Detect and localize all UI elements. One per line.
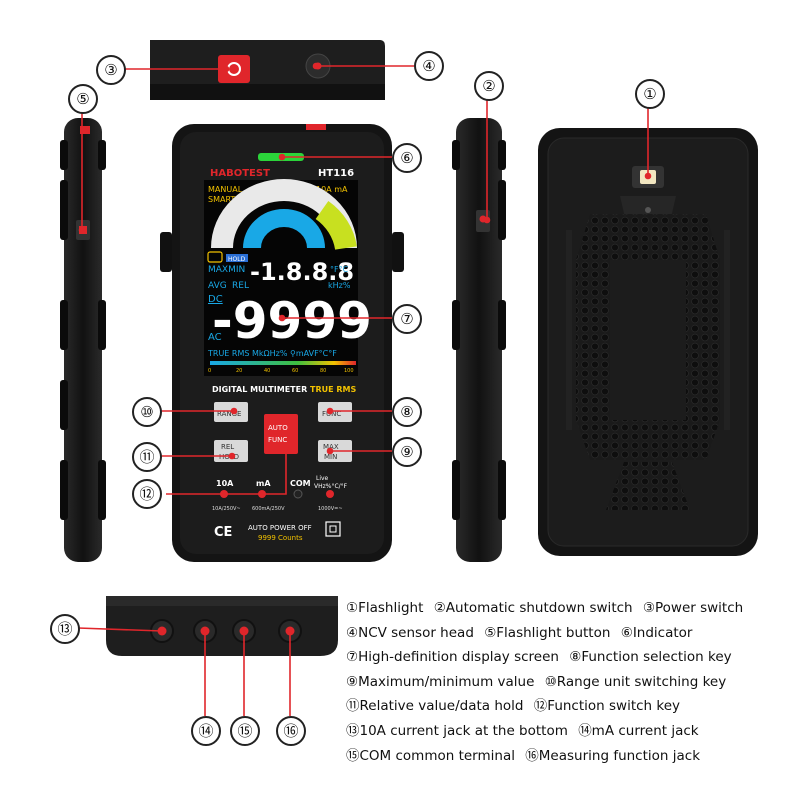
auto-power-off-label: AUTO POWER OFF [248,524,312,532]
max-key-label: MAX [323,443,339,451]
callout-9: ⑨ [392,437,422,467]
smart-indicator: SMART [208,195,235,204]
callout-10: ⑩ [132,397,162,427]
legend-row: ⑨Maximum/minimum value ⑩Range unit switc… [346,670,786,695]
back-view [538,128,758,556]
counts-label: 9999 Counts [258,534,303,542]
bar-scale: 0 20 40 60 80 100 [208,368,354,374]
callout-12: ⑫ [132,479,162,509]
legend-item-9: ⑨Maximum/minimum value [346,673,535,690]
avg-indicator: AVG [208,281,227,291]
maxmin-indicator: MAXMIN [208,265,245,275]
auto-key-label: AUTO [268,424,288,432]
display-screen: MANUAL SMART 10A mA HOLD MAXMIN AVG REL … [204,179,372,376]
callout-8: ⑧ [392,397,422,427]
double-insulation-icon [325,521,341,537]
svg-text:80: 80 [320,368,326,374]
brand-logo: HABOTEST [210,168,270,179]
legend-item-11: ⑪Relative value/data hold [346,698,524,715]
manual-indicator: MANUAL [208,185,243,194]
jack-vhz-label: VHz%°C/°F [314,483,348,490]
svg-text:20: 20 [236,368,242,374]
jack-v-rating: 1000V=~ [318,506,343,512]
front-view: HABOTEST HT116 MANUAL SMART 10A mA HOLD … [160,124,404,562]
function-selection-key[interactable] [318,402,352,422]
bottom-view [106,596,338,656]
jack-live-label: Live [316,475,329,482]
callout-11: ⑪ [132,442,162,472]
legend-item-5: ⑤Flashlight button [484,624,611,641]
callout-4: ④ [414,51,444,81]
jack-10a-label: 10A [216,479,234,488]
model-label: HT116 [318,168,354,179]
leader-lines [77,62,652,716]
callout-14: ⑭ [191,716,221,746]
top-view [150,40,385,100]
legend-item-12: ⑫Function switch key [533,698,681,715]
jack-com-label: COM [290,479,311,488]
legend-row: ⑬10A current jack at the bottom ⑭mA curr… [346,719,786,744]
temp-unit: °F°C [330,265,349,274]
legend-row: ⑪Relative value/data hold ⑫Function swit… [346,694,786,719]
callout-7: ⑦ [392,304,422,334]
legend-item-13: ⑬10A current jack at the bottom [346,722,568,739]
ce-mark: CE [214,525,232,540]
digital-multimeter-label: DIGITAL MULTIMETER [212,385,307,394]
callout-2: ② [474,71,504,101]
main-reading: -9999 [212,292,372,350]
callout-3: ③ [96,55,126,85]
callout-13: ⑬ [50,614,80,644]
auto-func-key-label: FUNC [268,436,287,444]
min-key-label: MIN [324,453,337,461]
legend-item-2: ②Automatic shutdown switch [433,600,633,616]
analog-bar [210,361,356,365]
legend-item-7: ⑦High-definition display screen [346,649,559,666]
legend-item-3: ③Power switch [642,600,744,616]
rel-key-label: REL [221,443,234,451]
legend-row: ④NCV sensor head ⑤Flashlight button ⑥Ind… [346,621,786,646]
legend-item-14: ⑭mA current jack [578,722,699,739]
legend-item-4: ④NCV sensor head [346,624,474,641]
unit-strip: TRUE RMS MkΩHz% ⚲mAVF°C°F [207,349,337,358]
svg-text:0: 0 [208,368,211,374]
callout-1: ① [635,79,665,109]
svg-text:60: 60 [292,368,298,374]
svg-text:100: 100 [344,368,354,374]
callout-16: ⑯ [276,716,306,746]
auto-func-key[interactable] [264,414,298,454]
callout-15: ⑮ [230,716,260,746]
legend-item-10: ⑩Range unit switching key [544,673,727,690]
jack-ma-label: mA [256,479,271,488]
true-rms-label: TRUE RMS [310,385,356,394]
svg-text:40: 40 [264,368,270,374]
left-side-view [60,118,106,562]
jack-ma-rating: 600mA/250V [252,506,285,512]
legend-item-8: ⑧Function selection key [569,649,732,666]
rel-indicator: REL [232,281,249,291]
legend-item-6: ⑥Indicator [620,624,693,641]
legend-item-16: ⑯Measuring function jack [525,747,701,764]
secondary-reading: -1.8.8.8 [250,258,354,286]
range-indicator: 10A mA [316,185,348,194]
func-key-label: FUNC [322,410,341,418]
callout-5: ⑤ [68,84,98,114]
legend-row: ⑮COM common terminal ⑯Measuring function… [346,744,786,769]
ac-indicator: AC [208,332,222,343]
hold-indicator: HOLD [228,256,246,263]
legend-row: ①Flashlight ②Automatic shutdown switch ③… [346,596,786,621]
battery-icon [207,251,223,263]
legend-row: ⑦High-definition display screen ⑧Functio… [346,645,786,670]
dc-indicator: DC [208,294,223,305]
range-key-label: RANGE [217,410,241,418]
khz-unit: kHz% [328,281,351,290]
jack-10a-rating: 10A/250V~ [212,506,241,512]
legend-item-1: ①Flashlight [346,600,424,616]
right-side-view [452,118,506,562]
callout-6: ⑥ [392,143,422,173]
legend: ①Flashlight ②Automatic shutdown switch ③… [346,596,786,768]
legend-item-15: ⑮COM common terminal [346,747,515,764]
power-switch[interactable] [218,55,250,83]
